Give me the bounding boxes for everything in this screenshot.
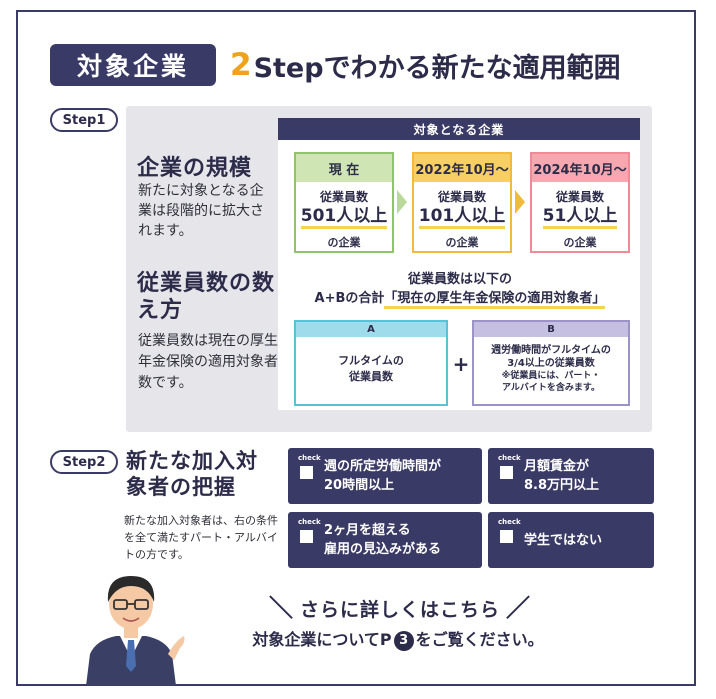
tier-line1: 従業員数 bbox=[437, 190, 486, 204]
check-label: check bbox=[298, 454, 321, 462]
tier-line1: 従業員数 bbox=[555, 190, 604, 204]
more-info-text: ＼さらに詳しくはこちら ／ bbox=[230, 588, 570, 623]
checkbox-icon bbox=[300, 466, 313, 479]
tier-line3: の企業 bbox=[445, 236, 479, 249]
step2-heading: 新たな加入対象者の把握 bbox=[126, 449, 258, 499]
tier-value: 501人以上 bbox=[300, 207, 388, 229]
see-suffix: をご覧ください。 bbox=[415, 630, 544, 649]
see-prefix: 対象企業についてP bbox=[252, 630, 392, 649]
step2-label: Step2 bbox=[50, 450, 118, 474]
tier-header: 2024年10月〜 bbox=[532, 154, 628, 182]
condition-weekly-hours: check 週の所定労働時間が 20時間以上 bbox=[288, 448, 482, 504]
slash-decoration-icon: ／ bbox=[506, 594, 531, 622]
count-rule-prefix: A+Bの合計 bbox=[314, 291, 385, 306]
box-a: A フルタイムの 従業員数 bbox=[294, 320, 448, 406]
condition-line2: 8.8万円以上 bbox=[524, 478, 600, 493]
tier-value: 101人以上 bbox=[418, 207, 506, 229]
condition-line1: 2ヶ月を超える bbox=[324, 523, 411, 538]
condition-not-student: check 学生ではない bbox=[488, 512, 654, 568]
businessman-illustration-icon bbox=[86, 576, 185, 686]
box-a-line2: 従業員数 bbox=[349, 370, 393, 383]
count-rule-highlight: 「現在の厚生年金保険の適用対象者」 bbox=[384, 291, 606, 309]
tier-header: 2022年10月〜 bbox=[414, 154, 510, 182]
box-b: B 週労働時間がフルタイムの 3/4以上の従業員数 ※従業員には、パート・ アル… bbox=[472, 320, 630, 406]
more-info-label: さらに詳しくはこちら bbox=[299, 599, 500, 621]
arrow-right-icon bbox=[515, 190, 525, 214]
checkbox-icon bbox=[500, 530, 513, 543]
company-scale-description: 新たに対象となる企業は段階的に拡大されます。 bbox=[138, 183, 264, 239]
checkbox-icon bbox=[500, 466, 513, 479]
condition-line1: 週の所定労働時間が bbox=[324, 459, 442, 474]
box-b-note1: ※従業員には、パート・ bbox=[501, 371, 601, 381]
box-b-line1: 週労働時間がフルタイムの bbox=[491, 345, 611, 356]
condition-monthly-wage: check 月額賃金が 8.8万円以上 bbox=[488, 448, 654, 504]
tier-2022: 2022年10月〜 従業員数 101人以上 の企業 bbox=[412, 152, 512, 253]
box-b-note2: アルバイトを含みます。 bbox=[501, 383, 600, 393]
header-badge: 対象企業 bbox=[50, 44, 216, 86]
title-text: Stepでわかる新たな適用範囲 bbox=[253, 52, 621, 84]
check-label: check bbox=[498, 518, 521, 526]
plus-sign: + bbox=[452, 352, 470, 376]
tier-line1: 従業員数 bbox=[319, 190, 368, 204]
target-companies-title: 対象となる企業 bbox=[278, 118, 640, 140]
tier-2024: 2024年10月〜 従業員数 51人以上 の企業 bbox=[530, 152, 630, 253]
box-b-line2: 3/4以上の従業員数 bbox=[507, 358, 595, 369]
tier-value: 51人以上 bbox=[542, 207, 618, 229]
arrow-right-icon bbox=[397, 190, 407, 214]
employee-count-heading: 従業員数の数え方 bbox=[137, 271, 276, 323]
condition-employment-period: check 2ヶ月を超える 雇用の見込みがある bbox=[288, 512, 482, 568]
tier-header: 現 在 bbox=[296, 154, 392, 182]
condition-line1: 月額賃金が bbox=[524, 459, 590, 474]
page-number-badge: 3 bbox=[393, 630, 414, 651]
condition-line2: 雇用の見込みがある bbox=[324, 542, 442, 557]
step1-label: Step1 bbox=[50, 108, 118, 132]
box-a-header: A bbox=[296, 322, 446, 337]
check-label: check bbox=[498, 454, 521, 462]
backslash-decoration-icon: ＼ bbox=[268, 594, 294, 622]
box-a-line1: フルタイムの bbox=[338, 354, 404, 367]
employee-count-description: 従業員数は現在の厚生年金保険の適用対象者数です。 bbox=[138, 333, 278, 391]
tier-current: 現 在 従業員数 501人以上 の企業 bbox=[294, 152, 394, 253]
count-rule-line1: 従業員数は以下の bbox=[407, 272, 512, 287]
page-title: 2 Stepでわかる新たな適用範囲 bbox=[230, 44, 621, 86]
condition-line2: 20時間以上 bbox=[324, 478, 395, 493]
tier-line3: の企業 bbox=[327, 236, 361, 249]
title-step-number: 2 bbox=[230, 47, 252, 83]
company-scale-heading: 企業の規模 bbox=[137, 156, 253, 181]
condition-line1: 学生ではない bbox=[524, 532, 603, 548]
count-rule-line2: A+Bの合計「現在の厚生年金保険の適用対象者」 bbox=[292, 287, 628, 309]
check-label: check bbox=[298, 518, 321, 526]
step2-description: 新たな加入対象者は、右の条件を全て満たすパート・アルバイトの方です。 bbox=[124, 514, 278, 561]
tier-line3: の企業 bbox=[563, 236, 597, 249]
checkbox-icon bbox=[300, 530, 313, 543]
box-b-header: B bbox=[474, 322, 628, 337]
